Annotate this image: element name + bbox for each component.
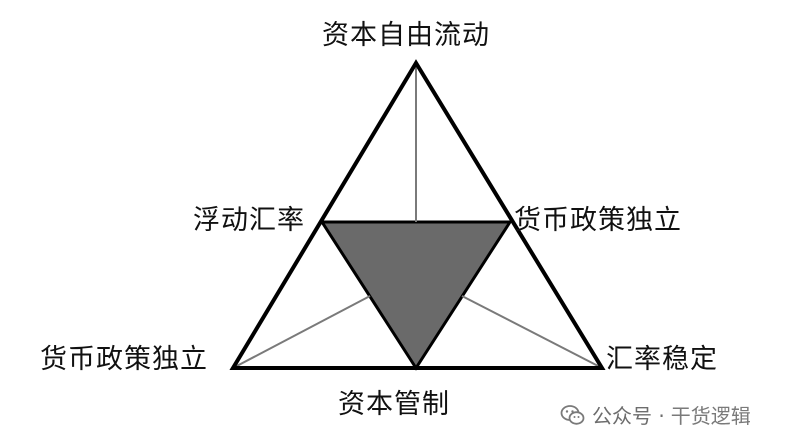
shaded-inner-triangle <box>319 220 513 371</box>
watermark: 公众号 · 干货逻辑 <box>560 400 751 429</box>
watermark-prefix: 公众号 · <box>592 404 665 428</box>
label-exchange-rate-stability: 汇率稳定 <box>606 344 718 375</box>
wechat-icon <box>560 404 585 425</box>
label-capital-control: 资本管制 <box>338 389 450 420</box>
label-monetary-independence-lower: 货币政策独立 <box>40 344 208 375</box>
label-floating-exchange-rate: 浮动汇率 <box>193 205 305 236</box>
watermark-account-name: 干货逻辑 <box>670 404 751 428</box>
connector-right-to-center <box>461 295 603 369</box>
outer-triangle <box>229 59 606 370</box>
label-monetary-independence-upper: 货币政策独立 <box>514 205 682 236</box>
label-capital-free-flow: 资本自由流动 <box>322 20 490 51</box>
connector-left-to-center <box>232 295 371 369</box>
